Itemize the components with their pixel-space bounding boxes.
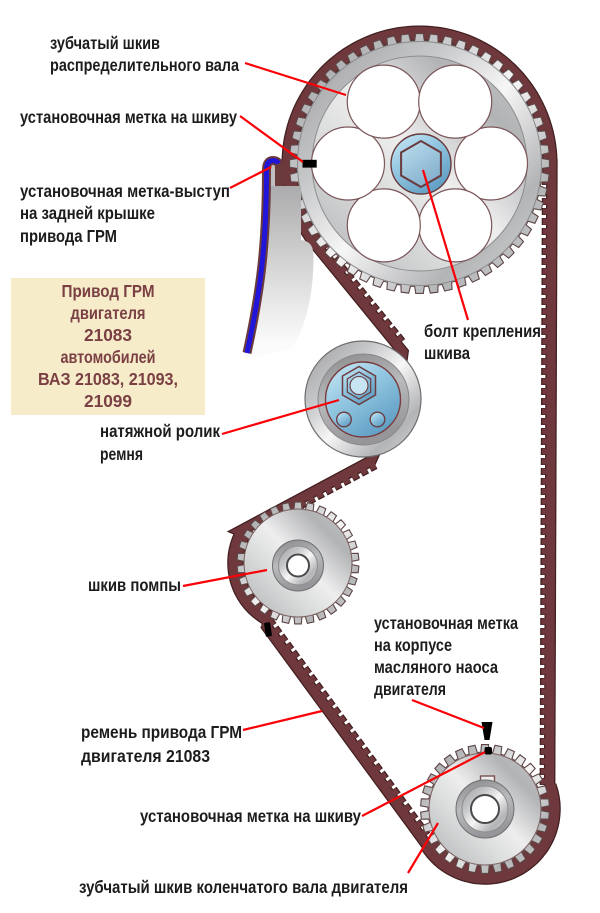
svg-text:двигателя 21083: двигателя 21083 xyxy=(81,746,210,766)
svg-text:Привод ГРМ: Привод ГРМ xyxy=(62,281,155,301)
svg-text:установочная метка: установочная метка xyxy=(374,613,518,633)
svg-text:натяжной ролик: натяжной ролик xyxy=(100,421,220,441)
svg-text:21083: 21083 xyxy=(84,325,132,345)
svg-text:зубчатый шкив коленчатого вала: зубчатый шкив коленчатого вала двигателя xyxy=(79,877,408,897)
svg-text:установочная метка на шкиву: установочная метка на шкиву xyxy=(20,107,237,127)
svg-text:автомобилей: автомобилей xyxy=(61,347,156,367)
svg-text:болт крепления: болт крепления xyxy=(424,321,541,341)
svg-text:зубчатый шкив: зубчатый шкив xyxy=(50,33,160,53)
svg-text:шкив помпы: шкив помпы xyxy=(88,575,181,595)
svg-text:масляного наоса: масляного наоса xyxy=(374,657,498,677)
svg-text:установочная метка-выступ: установочная метка-выступ xyxy=(20,181,230,201)
svg-text:ВАЗ 21083, 21093,: ВАЗ 21083, 21093, xyxy=(38,369,178,389)
svg-text:на корпусе: на корпусе xyxy=(374,635,452,655)
svg-text:привода ГРМ: привода ГРМ xyxy=(20,226,117,246)
svg-text:ремень привода ГРМ: ремень привода ГРМ xyxy=(81,722,242,742)
svg-text:21099: 21099 xyxy=(84,391,132,411)
svg-text:распределительного вала: распределительного вала xyxy=(50,55,239,75)
svg-text:установочная метка на шкиву: установочная метка на шкиву xyxy=(140,806,361,826)
svg-text:на задней крышке: на задней крышке xyxy=(20,203,155,223)
svg-text:двигателя: двигателя xyxy=(71,303,146,323)
svg-text:шкива: шкива xyxy=(424,343,470,363)
svg-text:ремня: ремня xyxy=(100,444,143,464)
svg-text:двигателя: двигателя xyxy=(374,679,446,699)
